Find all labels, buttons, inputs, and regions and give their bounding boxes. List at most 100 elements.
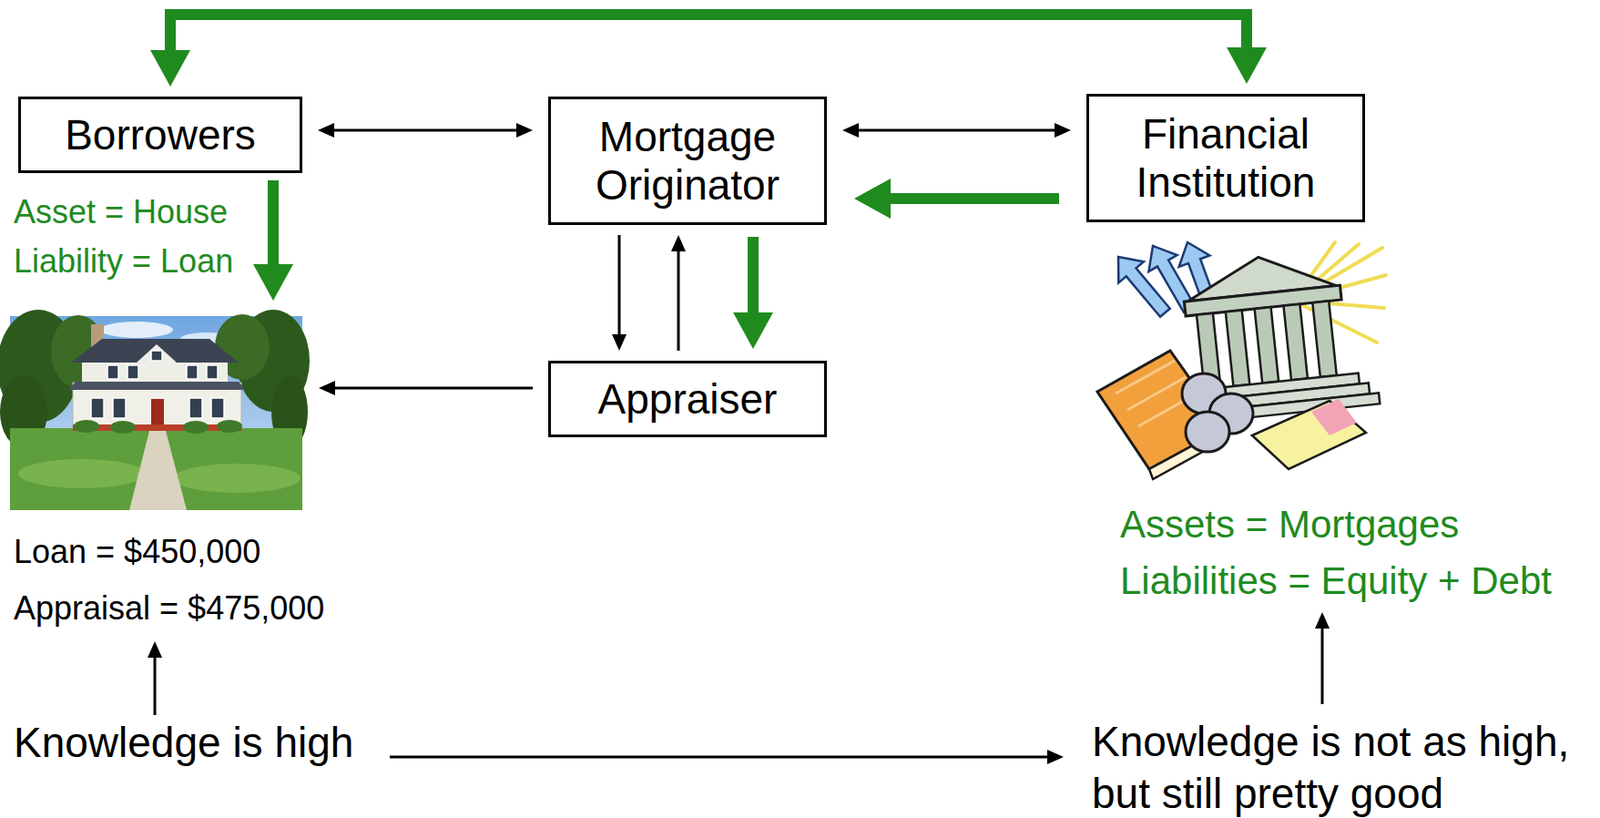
bank-clipart — [1149, 428, 1228, 479]
bank-clipart — [1254, 306, 1279, 383]
bank-clipart — [1283, 304, 1307, 380]
process-box: Mortgage Originator — [548, 96, 827, 225]
bank-clipart — [1097, 236, 1386, 479]
connector-layer — [170, 14, 1247, 351]
leader-arrow — [153, 657, 157, 715]
flow-arrow — [747, 236, 759, 313]
process-box: Financial Institution — [1086, 93, 1366, 223]
house-photo — [100, 321, 174, 338]
house-photo — [173, 463, 301, 493]
flow-arrow — [890, 193, 1060, 204]
bank-clipart — [1097, 350, 1225, 469]
bank-clipart — [1293, 242, 1336, 301]
house-photo — [72, 424, 242, 431]
house-photo — [271, 375, 308, 449]
process-box: Borrowers — [18, 96, 303, 174]
bank-clipart — [1152, 245, 1380, 426]
bank-clipart — [1293, 247, 1383, 301]
bank-clipart — [1196, 313, 1221, 389]
house-photo — [73, 419, 100, 433]
note-label: Liability = Loan — [13, 241, 234, 281]
box-label: Appraiser — [598, 375, 778, 424]
house-photo — [186, 365, 198, 379]
bank-clipart — [1252, 400, 1366, 469]
house-photo — [91, 397, 104, 418]
house-photo — [180, 332, 235, 346]
bank-clipart — [1209, 393, 1254, 434]
house-photo — [18, 458, 146, 489]
house-photo — [136, 344, 177, 363]
flow-arrow — [334, 129, 517, 133]
note-label: Appraisal = $475,000 — [13, 588, 325, 628]
house-photo — [216, 419, 243, 433]
flow-arrow — [618, 234, 622, 335]
value-arrow — [335, 387, 533, 390]
box-text-group: Financial Institution — [1098, 110, 1354, 207]
house-photo — [68, 381, 246, 390]
ownership-arrow — [267, 180, 279, 265]
bank-clipart — [1293, 300, 1377, 343]
bank-clipart — [1183, 249, 1336, 302]
process-box: Appraiser — [548, 360, 827, 438]
note-label: Knowledge is high — [13, 717, 354, 768]
bank-clipart — [1312, 300, 1336, 377]
bank-clipart — [1311, 398, 1357, 436]
house-photo — [81, 356, 228, 394]
house-photo — [10, 315, 303, 510]
box-label: Mortgage Originator — [560, 112, 816, 210]
house-photo — [0, 375, 48, 449]
bank-clipart — [1293, 244, 1359, 301]
house-photo — [10, 428, 303, 510]
box-text-group: Appraiser — [598, 375, 778, 424]
box-label: Financial Institution — [1098, 110, 1354, 207]
house-photo — [211, 397, 225, 418]
house-photo — [50, 315, 106, 388]
bank-clipart — [1293, 242, 1386, 343]
bank-clipart — [1138, 237, 1203, 317]
house-photo — [91, 324, 104, 354]
bank-clipart — [1183, 285, 1342, 316]
note-label: Asset = House — [13, 192, 228, 232]
note-label: Assets = Mortgages — [1120, 501, 1459, 548]
house-photo — [151, 350, 163, 361]
bank-clipart — [1127, 377, 1186, 410]
house-photo — [151, 398, 164, 427]
bank-clipart — [1185, 411, 1230, 452]
house-photo — [107, 365, 119, 379]
bank-clipart — [1168, 392, 1380, 426]
bank-clipart — [1293, 300, 1385, 308]
note-label: Loan = $450,000 — [13, 531, 261, 571]
box-text-group: Borrowers — [64, 111, 256, 160]
bank-clipart — [1115, 360, 1197, 427]
house-photo — [112, 397, 126, 418]
house-photo — [110, 420, 136, 434]
house-photo — [214, 314, 270, 380]
house-photo — [236, 309, 310, 412]
bank-clipart — [1176, 382, 1370, 414]
box-text-group: Mortgage Originator — [560, 112, 816, 210]
house-photo — [71, 338, 239, 363]
note-label: Knowledge is not as high, but still pret… — [1091, 715, 1591, 818]
flow-arrow — [858, 129, 1055, 133]
house-photo — [129, 430, 187, 510]
house-photo — [0, 309, 80, 423]
bank-clipart — [1225, 310, 1250, 387]
leader-arrow — [1321, 628, 1325, 704]
bank-clipart — [1105, 245, 1178, 323]
bank-clipart — [1184, 373, 1360, 403]
house-photo — [189, 397, 203, 418]
house-photo — [183, 420, 209, 434]
bank-clipart — [1171, 236, 1228, 316]
house-photo — [127, 365, 139, 379]
box-label: Borrowers — [64, 111, 256, 160]
bank-clipart — [1138, 393, 1197, 427]
knowledge-arrow — [389, 755, 1048, 759]
bank-clipart — [1115, 360, 1175, 394]
flow-arrow — [170, 14, 1247, 51]
house-photo — [206, 365, 218, 379]
house-photo — [72, 382, 242, 429]
note-label: Liabilities = Equity + Debt — [1120, 558, 1552, 604]
bank-clipart — [1182, 373, 1226, 414]
bank-clipart — [1293, 275, 1386, 301]
bank-clipart — [1105, 236, 1228, 324]
